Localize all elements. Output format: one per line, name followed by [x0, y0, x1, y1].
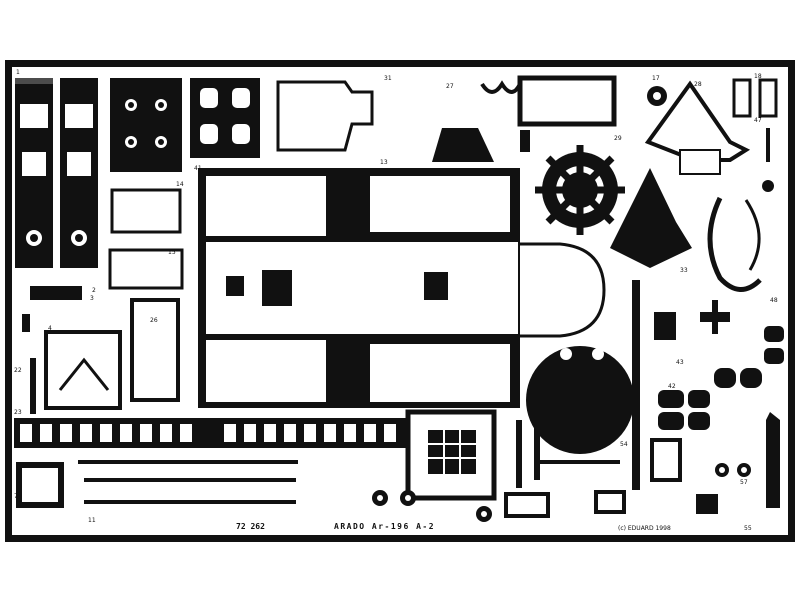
- part-number-labels: 1 2 3 4 7 11 13 14 15 26 31 27 17 28 18 …: [14, 69, 778, 532]
- svg-text:48: 48: [770, 297, 778, 304]
- bracket-small: [110, 188, 182, 234]
- step-part: [732, 78, 752, 118]
- rack-part: [517, 75, 617, 127]
- svg-text:17: 17: [652, 75, 660, 82]
- copyright-label: (c) EDUARD 1998: [618, 525, 671, 532]
- frame-part: [44, 330, 122, 410]
- bracket-part: [276, 80, 374, 152]
- panel-small: [650, 438, 682, 482]
- svg-text:54: 54: [620, 441, 628, 448]
- rod-part: [78, 460, 298, 464]
- long-strip: [14, 418, 408, 448]
- side-panel-left: [15, 78, 53, 268]
- svg-text:13: 13: [380, 159, 388, 166]
- nose-outline: [520, 242, 606, 338]
- svg-text:28: 28: [694, 81, 702, 88]
- svg-text:26: 26: [150, 317, 158, 324]
- svg-text:33: 33: [680, 267, 688, 274]
- svg-text:4: 4: [48, 325, 52, 332]
- svg-text:7: 7: [14, 493, 18, 500]
- ladder-part: [130, 298, 180, 402]
- long-bar: [632, 280, 640, 490]
- instrument-panel: [110, 78, 182, 172]
- svg-text:43: 43: [676, 359, 684, 366]
- svg-text:1: 1: [16, 69, 20, 76]
- seat-part: [432, 128, 494, 162]
- svg-text:29: 29: [614, 135, 622, 142]
- engine-radial: [535, 145, 625, 235]
- tray-part: [504, 492, 550, 518]
- catalog-number: 72 262: [236, 522, 265, 531]
- buckle-part: [714, 368, 736, 388]
- product-name: ARADO Ar-196 A-2: [334, 522, 435, 531]
- prop-hub: [610, 168, 692, 268]
- round-disk: [526, 346, 634, 454]
- svg-text:27: 27: [446, 83, 454, 90]
- svg-text:47: 47: [754, 117, 762, 124]
- plate-part: [30, 286, 82, 300]
- clip-part: [654, 312, 676, 340]
- svg-text:57: 57: [740, 479, 748, 486]
- svg-text:42: 42: [668, 383, 676, 390]
- side-panel-right: [60, 78, 98, 268]
- floor-panel: [198, 168, 520, 408]
- svg-text:2: 2: [92, 287, 96, 294]
- svg-text:14: 14: [176, 181, 184, 188]
- rail-part: [707, 196, 762, 292]
- svg-text:23: 23: [14, 409, 22, 416]
- gauge-panel: [190, 78, 260, 158]
- svg-text:31: 31: [384, 75, 392, 82]
- svg-text:22: 22: [14, 367, 22, 374]
- harness-part: [480, 80, 522, 94]
- grid-block: [405, 409, 497, 501]
- exhaust-part: [766, 412, 780, 508]
- svg-text:11: 11: [88, 517, 96, 524]
- svg-text:3: 3: [90, 295, 94, 302]
- svg-text:18: 18: [754, 73, 762, 80]
- svg-text:15: 15: [168, 249, 176, 256]
- svg-text:55: 55: [744, 525, 752, 532]
- small-wheel: [762, 180, 774, 192]
- svg-text:41: 41: [194, 165, 202, 172]
